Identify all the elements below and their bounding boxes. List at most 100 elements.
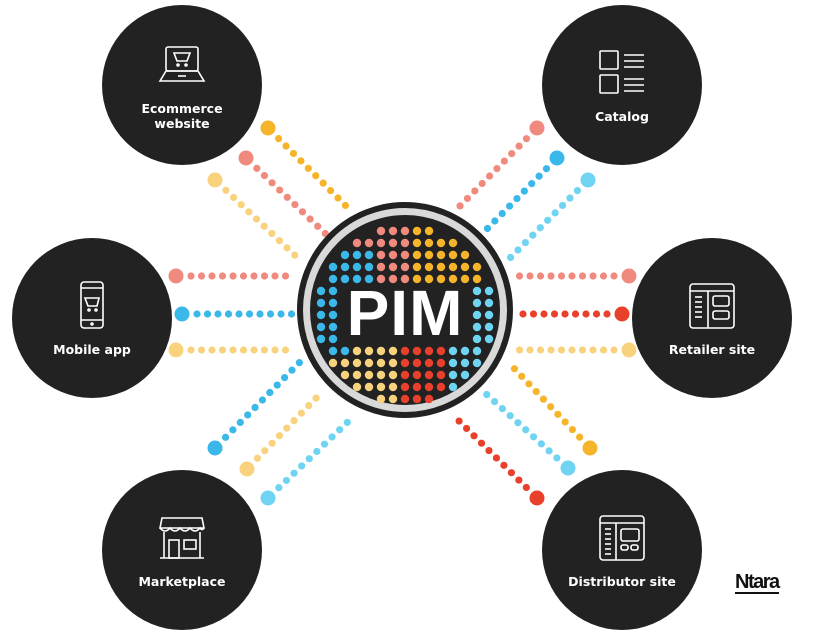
pim-dot [376, 382, 386, 392]
pim-dot [364, 370, 374, 380]
pim-dot [400, 382, 410, 392]
pim-dot [376, 262, 386, 272]
connector-dot [529, 433, 538, 441]
connector-dot [266, 388, 274, 397]
pim-dot [412, 238, 422, 248]
connector-distributor-2 [455, 417, 545, 506]
browser-layout-icon [689, 282, 735, 329]
pim-dot [472, 274, 482, 284]
connector-dot [187, 346, 195, 354]
connector-dot [557, 346, 566, 354]
connector-dot [328, 433, 336, 441]
pim-dot [340, 274, 350, 284]
pim-dot [436, 274, 446, 284]
connector-dot [568, 425, 577, 434]
connector-dot [578, 346, 587, 354]
pim-dot [412, 394, 422, 404]
connector-dot [547, 272, 555, 280]
connector-dot [505, 202, 514, 210]
connector-dot [592, 310, 601, 318]
node-ecommerce-website: Ecommerce website [102, 5, 262, 165]
storefront-icon [159, 516, 205, 559]
connector-dot [521, 238, 530, 247]
pim-dot [388, 370, 398, 380]
node-label: Retailer site [668, 341, 756, 357]
connector-dot [485, 446, 493, 455]
connector-dot [522, 426, 530, 434]
connector-dot [260, 346, 269, 354]
pim-dot [412, 262, 422, 272]
node-retailer-site: Retailer site [632, 238, 792, 398]
connector-dot [483, 224, 492, 233]
connector-dot [289, 149, 298, 158]
pim-dot [436, 358, 446, 368]
pim-dot [364, 382, 374, 392]
connector-dot [314, 222, 322, 230]
connector-dot [341, 201, 350, 210]
pim-dot [484, 286, 494, 296]
connector-marketplace-2 [260, 418, 351, 506]
node-marketplace: Marketplace [102, 470, 262, 630]
connector-ecommerce-0 [260, 120, 350, 210]
connector-dot [544, 216, 552, 224]
connector-dot [506, 253, 515, 262]
connector-dot [253, 454, 262, 462]
connector-dot [221, 433, 230, 441]
pim-dot [388, 250, 398, 260]
connector-dot [568, 272, 576, 280]
pim-dot [316, 310, 326, 320]
connector-end-dot [621, 342, 637, 358]
connector-dot [298, 208, 307, 216]
pim-dot [424, 250, 434, 260]
connector-dot [208, 346, 216, 354]
pim-dot [448, 250, 458, 260]
connector-dot [500, 461, 508, 469]
connector-dot [290, 469, 298, 477]
connector-end-dot [260, 120, 276, 136]
connector-dot [275, 135, 283, 143]
pim-dot [352, 250, 362, 260]
connector-end-dot [529, 490, 545, 506]
pim-dot [328, 286, 338, 296]
connector-dot [193, 310, 201, 318]
connector-dot [510, 365, 519, 373]
pim-dot [352, 274, 362, 284]
connector-dot [287, 310, 296, 318]
pim-dot [412, 274, 422, 284]
connector-end-dot [168, 342, 184, 358]
connector-dot [297, 409, 306, 417]
pim-dot [400, 346, 410, 356]
connector-dot [536, 224, 544, 232]
pim-dot [484, 298, 494, 308]
pim-dot [400, 262, 410, 272]
connector-dot [260, 222, 268, 230]
connector-end-dot [239, 461, 255, 477]
connector-dot [514, 246, 522, 254]
connector-dot [298, 462, 306, 470]
connector-dot [214, 310, 222, 318]
connector-dot [260, 272, 269, 280]
node-label: Distributor site [568, 573, 676, 589]
connector-dot [518, 372, 526, 380]
connector-dot [514, 419, 522, 427]
connector-dot [260, 171, 269, 180]
connector-dot [455, 417, 463, 425]
connector-dot [275, 237, 284, 245]
connector-dot [477, 439, 486, 447]
connector-dot [539, 395, 548, 403]
connector-dot [280, 373, 289, 382]
connector-dot [557, 272, 566, 280]
pim-dot [436, 238, 446, 248]
connector-dot [256, 310, 264, 318]
pim-dot [400, 226, 410, 236]
connector-dot [576, 433, 584, 441]
connector-dot [508, 150, 516, 158]
pim-dot [472, 334, 482, 344]
pim-dot [412, 358, 422, 368]
ntara-logo: Ntara [735, 571, 780, 594]
connector-end-dot [174, 306, 190, 322]
connector-dot [276, 186, 284, 194]
connector-dot [545, 447, 553, 455]
pim-dot [388, 274, 398, 284]
pim-dot [448, 262, 458, 272]
